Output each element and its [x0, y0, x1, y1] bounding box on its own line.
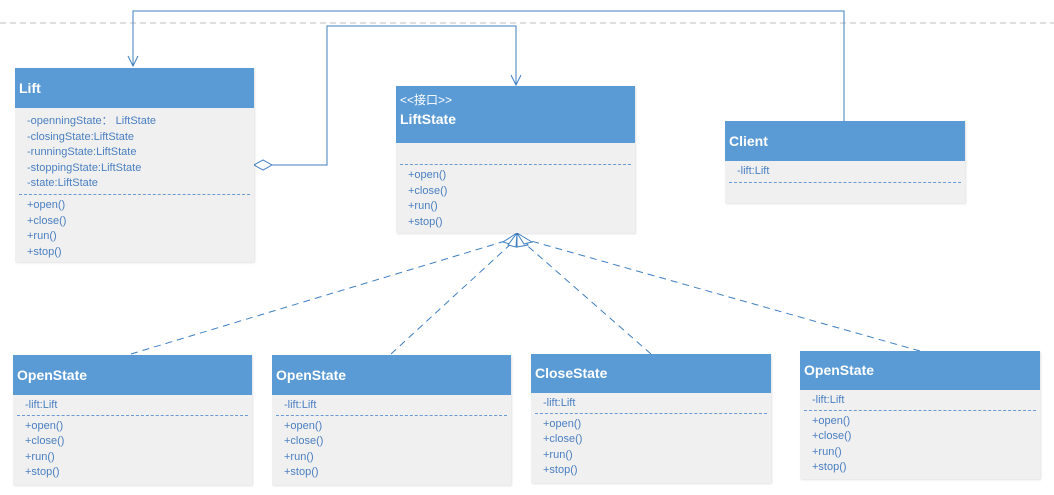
operation: +stop() — [543, 464, 578, 477]
compartment-separator — [276, 414, 507, 416]
class-closestate[interactable]: CloseState -lift:Lift +open() +close() +… — [531, 354, 771, 483]
attribute: -state:LiftState — [27, 177, 98, 190]
realization-closestate[interactable] — [521, 240, 652, 355]
class-header: CloseState — [531, 354, 771, 393]
operation: +open() — [284, 419, 323, 432]
attribute: -runningState:LiftState — [27, 146, 137, 159]
class-name: Client — [729, 133, 768, 149]
class-openstate[interactable]: OpenState -lift:Lift +open() +close() +r… — [13, 355, 252, 485]
operation: +close() — [25, 435, 65, 448]
operation: +open() — [27, 198, 66, 211]
operation: +run() — [284, 450, 314, 463]
compartment-separator — [400, 164, 631, 165]
realization-openstate-1[interactable] — [130, 238, 513, 355]
attribute-list — [396, 143, 635, 164]
attribute: -lift:Lift — [737, 165, 770, 177]
operation: +run() — [812, 445, 842, 458]
class-header: OpenState — [272, 355, 511, 395]
aggregation-arrowhead — [510, 74, 522, 87]
class-name: CloseState — [535, 365, 608, 381]
class-name: Lift — [19, 80, 41, 96]
compartment-separator — [804, 409, 1036, 411]
operation-list: +open() +close() +run() +stop() — [531, 414, 771, 479]
class-client[interactable]: Client -lift:Lift — [725, 121, 965, 203]
operation: +stop() — [812, 461, 847, 474]
operation: +open() — [408, 169, 447, 181]
operation: +close() — [543, 433, 583, 446]
class-name: OpenState — [276, 367, 347, 383]
stereotype-label: <<接口>> — [400, 93, 453, 107]
class-openstate[interactable]: OpenState -lift:Lift +open() +close() +r… — [800, 351, 1040, 479]
operation: +run() — [25, 450, 55, 463]
operation-list: +open() +close() +run() +stop() — [15, 195, 254, 260]
realization-openstate-2[interactable] — [390, 240, 515, 355]
attribute-list: -lift:Lift — [800, 390, 1040, 410]
operation: +open() — [25, 419, 64, 432]
aggregation-lift-liftstate[interactable] — [272, 25, 517, 166]
association-client-lift[interactable] — [132, 10, 845, 121]
compartment-separator — [19, 193, 250, 195]
attribute-list: -lift:Lift — [725, 161, 965, 182]
operation-list: +open() +close() +run() +stop() — [800, 411, 1040, 476]
attribute-list: -lift:Lift — [13, 395, 252, 415]
class-header: <<接口>> LiftState — [396, 86, 635, 143]
compartment-separator — [17, 414, 248, 416]
operation: +stop() — [408, 215, 443, 228]
class-lift[interactable]: Lift -openningState： LiftState -closingS… — [15, 68, 254, 262]
class-header: OpenState — [800, 351, 1040, 390]
attribute: -lift:Lift — [25, 399, 58, 411]
class-openstate[interactable]: OpenState -lift:Lift +open() +close() +r… — [272, 355, 511, 485]
attribute-list: -lift:Lift — [531, 393, 771, 413]
operation: +close() — [812, 430, 852, 443]
operation: +run() — [27, 230, 57, 243]
realization-triangle-4 — [516, 232, 534, 245]
attribute: -lift:Lift — [812, 394, 845, 406]
compartment-separator — [535, 412, 767, 414]
class-header: Client — [725, 121, 965, 161]
operation: +close() — [27, 214, 67, 227]
attribute: -closingState:LiftState — [27, 130, 135, 143]
realization-openstate-3[interactable] — [523, 238, 921, 352]
attribute: -lift:Lift — [543, 397, 576, 409]
operation-list: +open() +close() +run() +stop() — [272, 416, 511, 481]
operation-list: +open() +close() +run() +stop() — [396, 165, 635, 230]
association-arrowhead — [127, 55, 139, 68]
attribute-list: -lift:Lift — [272, 395, 511, 415]
operation: +open() — [543, 417, 582, 430]
aggregation-diamond — [252, 159, 274, 171]
attribute: -openningState： LiftState — [27, 115, 157, 127]
class-name: OpenState — [804, 362, 875, 378]
class-name: OpenState — [17, 367, 88, 383]
operation: +run() — [543, 448, 573, 461]
operation: +run() — [408, 200, 438, 213]
operation: +close() — [284, 435, 324, 448]
attribute-list: -openningState： LiftState -closingState:… — [15, 108, 254, 194]
attribute: -lift:Lift — [284, 399, 317, 411]
compartment-separator — [729, 181, 961, 183]
class-name: LiftState — [400, 111, 456, 127]
operation-list: +open() +close() +run() +stop() — [13, 416, 252, 481]
class-header: OpenState — [13, 355, 252, 395]
operation: +stop() — [284, 466, 319, 479]
operation: +stop() — [25, 466, 60, 479]
class-liftstate[interactable]: <<接口>> LiftState +open() +close() +run()… — [396, 86, 635, 233]
operation: +stop() — [27, 245, 62, 258]
operation: +close() — [408, 184, 448, 197]
operation: +open() — [812, 414, 851, 427]
attribute: -stoppingState:LiftState — [27, 161, 142, 174]
class-header: Lift — [15, 68, 254, 108]
